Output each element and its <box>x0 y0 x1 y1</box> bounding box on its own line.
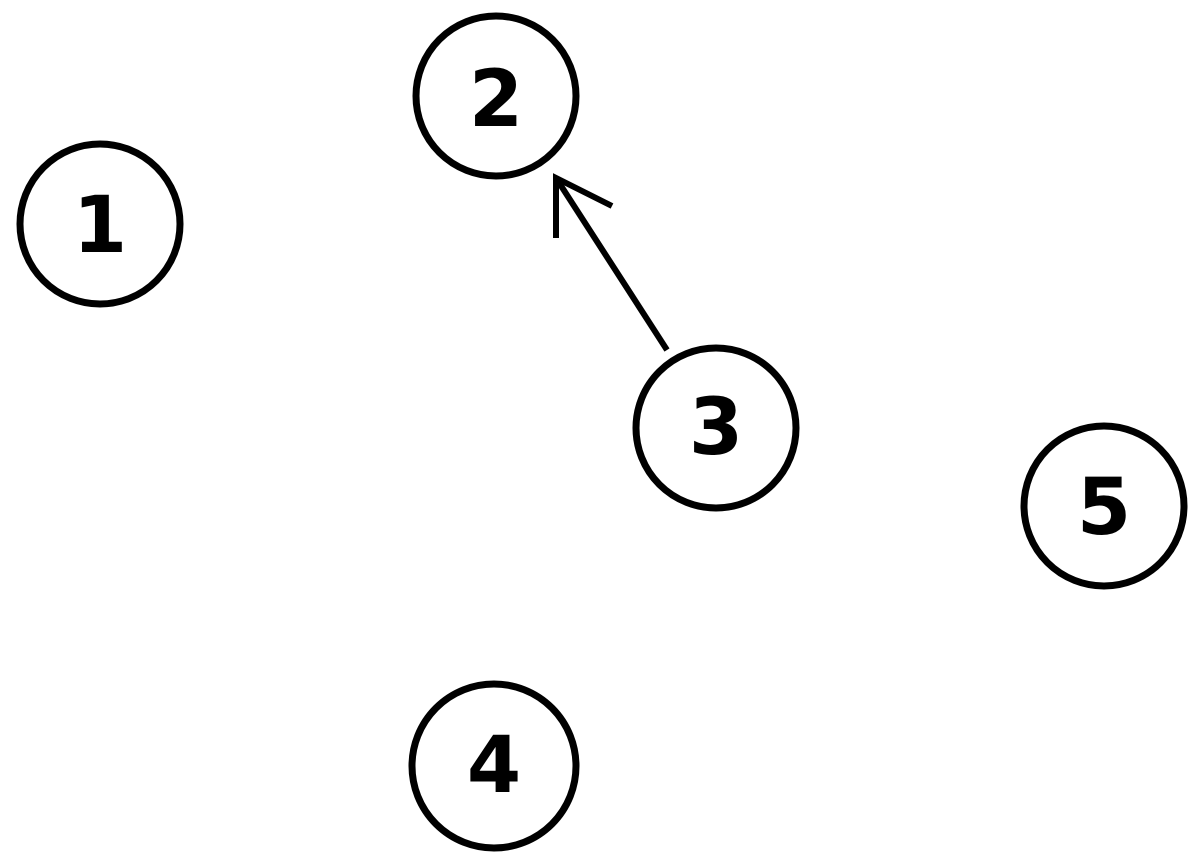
node-3-label: 3 <box>689 383 743 473</box>
arrowhead-icon <box>553 173 614 238</box>
node-2-circle <box>412 12 580 180</box>
node-5-circle <box>1020 422 1188 590</box>
node-1: 1 <box>16 140 184 308</box>
node-4-circle <box>408 680 580 852</box>
node-3-circle <box>632 344 800 512</box>
node-1-label: 1 <box>73 181 127 271</box>
node-2-label: 2 <box>469 55 523 145</box>
node-4: 4 <box>408 680 580 852</box>
node-1-circle <box>16 140 184 308</box>
node-3: 3 <box>632 344 800 512</box>
edge-3-to-2 <box>553 173 670 352</box>
edge-line-3-2 <box>553 176 670 352</box>
node-2: 2 <box>412 12 580 180</box>
node-4-label: 4 <box>467 721 521 811</box>
node-5-label: 5 <box>1077 463 1131 553</box>
node-5: 5 <box>1020 422 1188 590</box>
